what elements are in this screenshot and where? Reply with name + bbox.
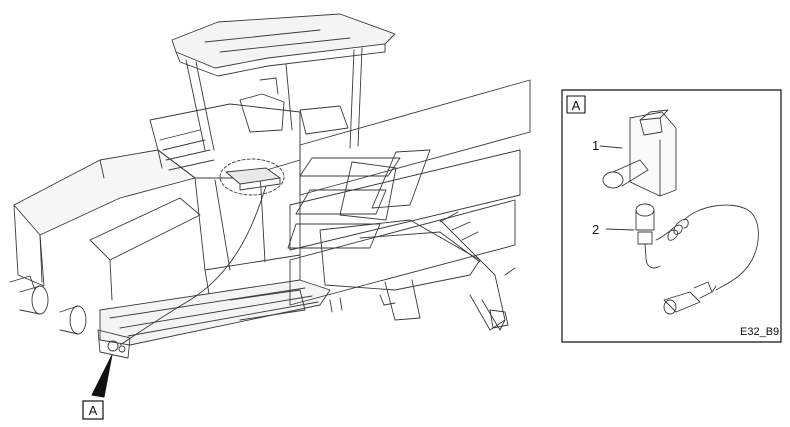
item-number-2: 2: [592, 222, 599, 237]
callout-label-main: A: [89, 403, 98, 418]
detail-frame: [561, 89, 782, 343]
asphalt-paver-drawing: [9, 13, 396, 359]
detail-ref-box: [566, 95, 586, 114]
drawing-code: E32_B9: [740, 326, 779, 338]
callout-pointer: [91, 354, 113, 398]
screed-assembly-drawing: [287, 79, 531, 331]
sensor-part: [605, 203, 759, 315]
detail-ref-label: A: [572, 98, 581, 113]
item-number-1: 1: [592, 138, 599, 153]
mounting-bracket-part: [599, 109, 677, 197]
sensor-cable: [119, 185, 267, 346]
control-module: [219, 158, 285, 196]
callout-box-a: [82, 400, 104, 420]
